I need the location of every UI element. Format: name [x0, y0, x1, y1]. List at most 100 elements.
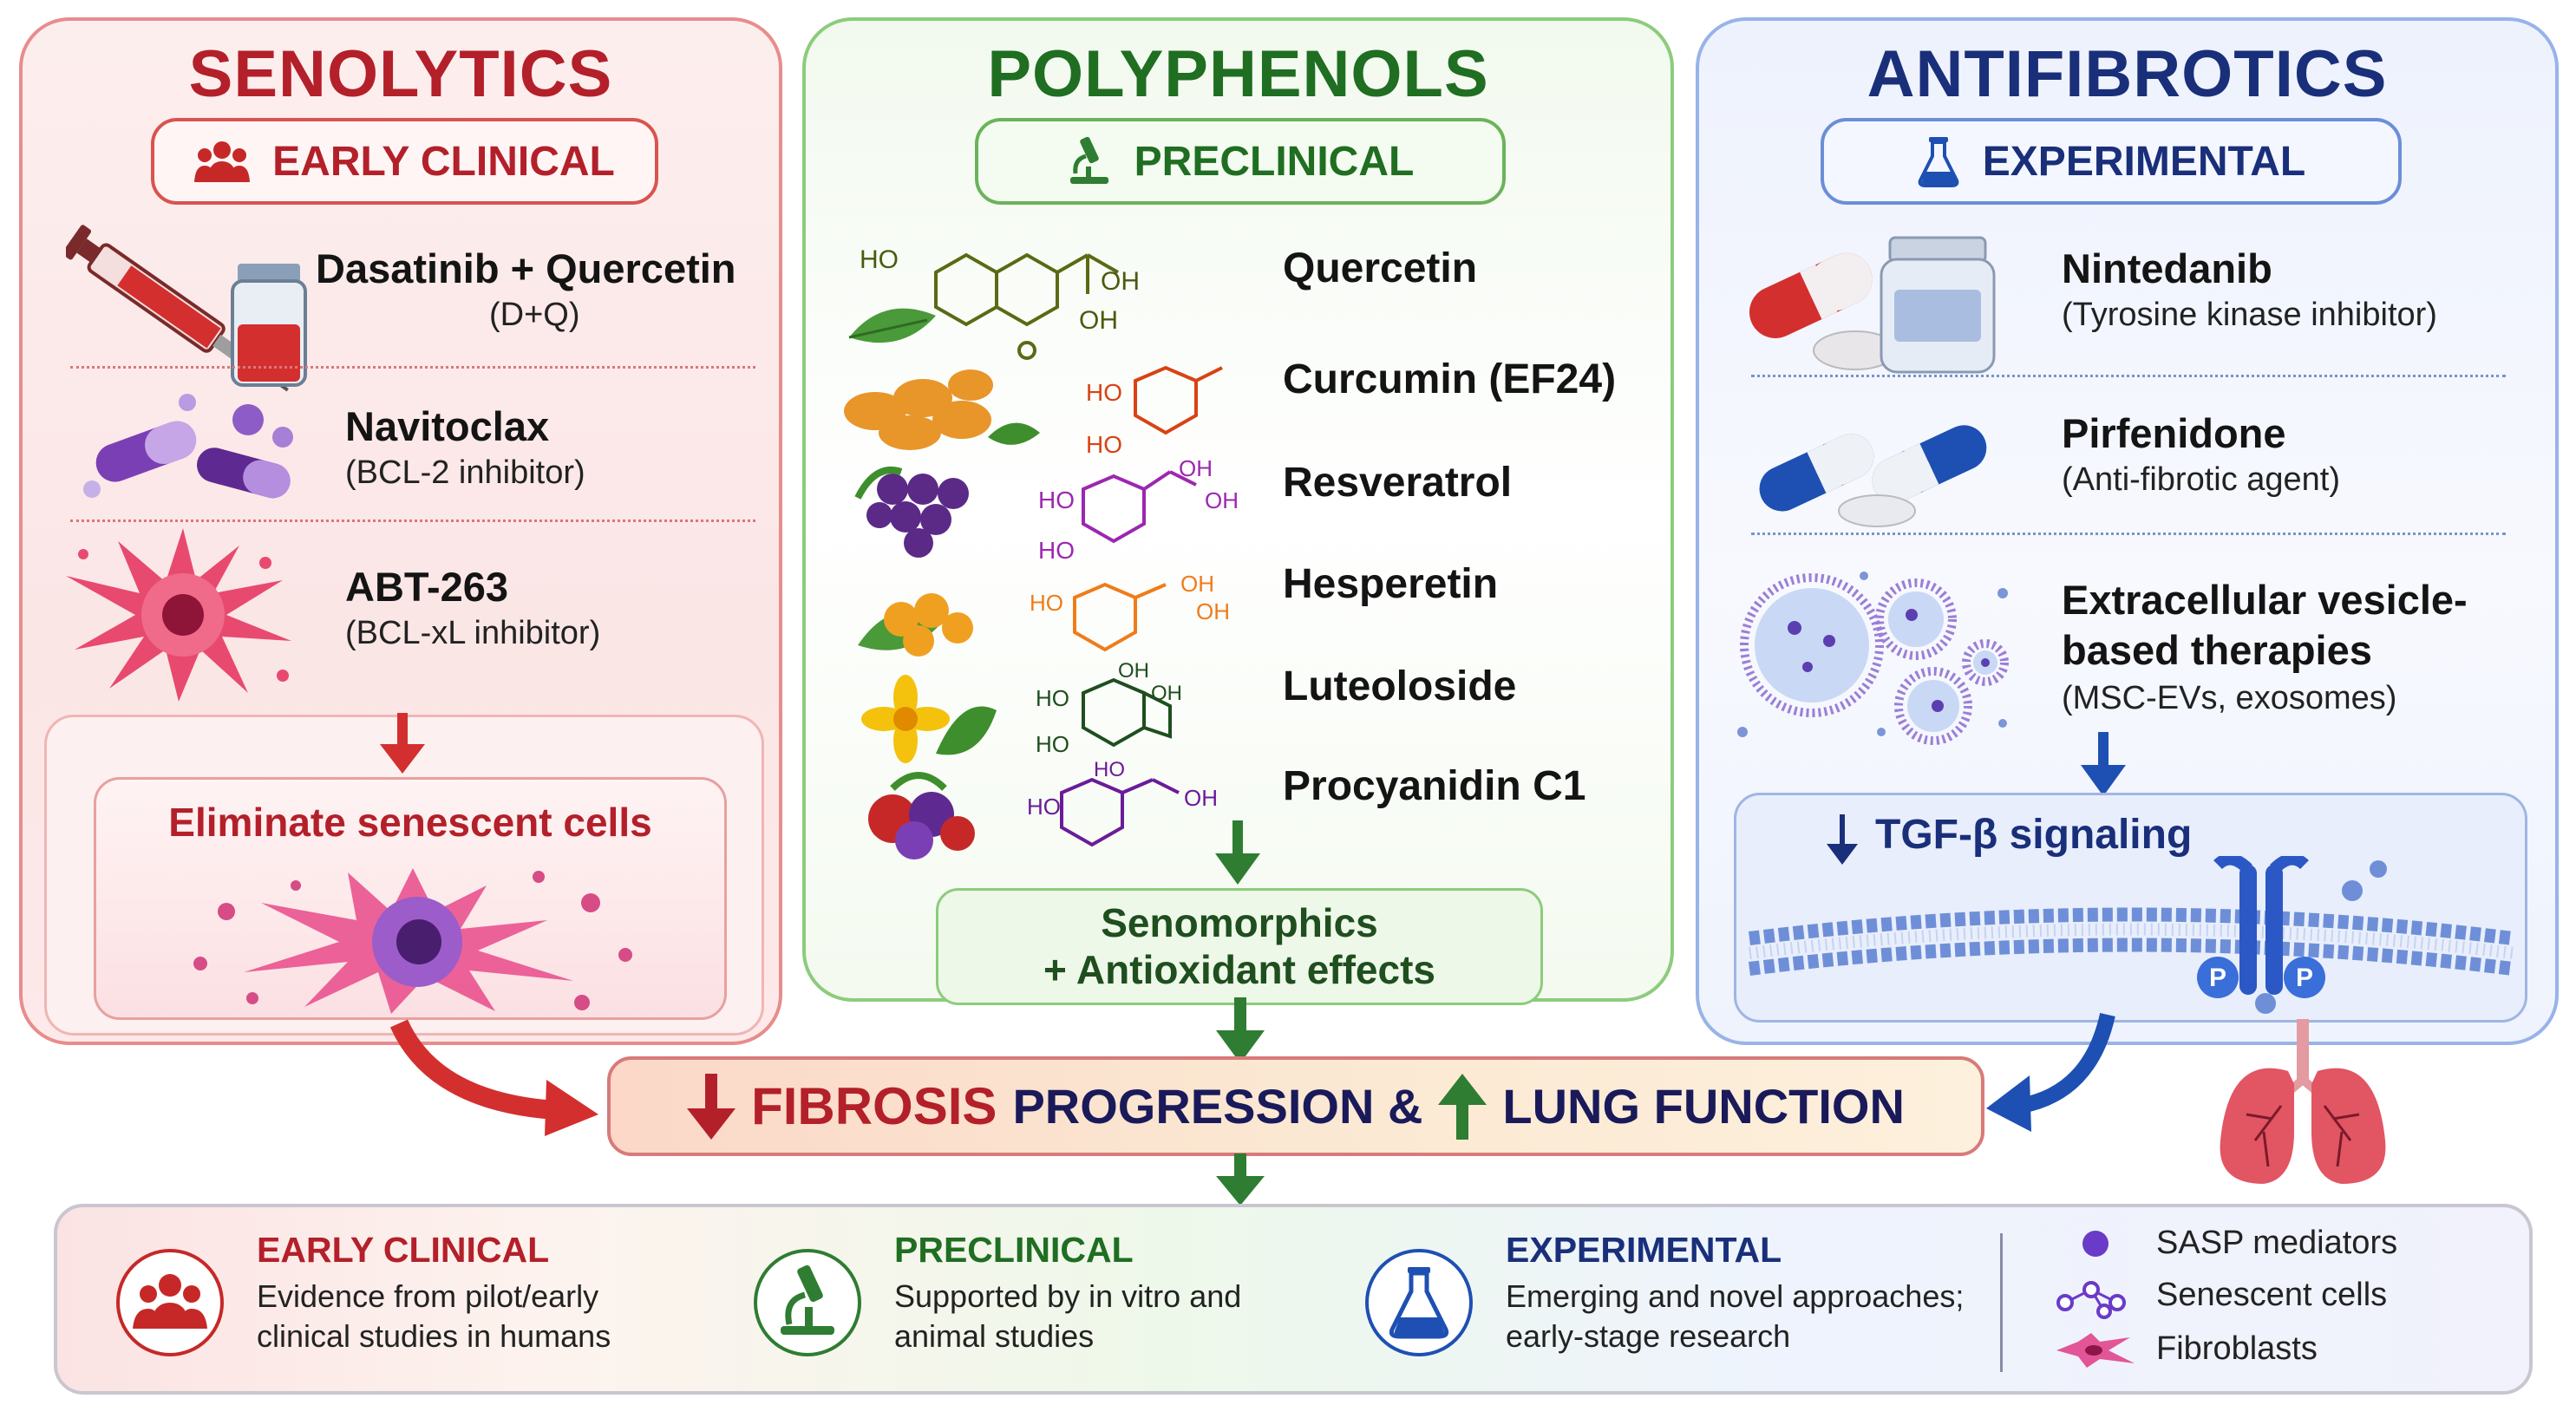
polyphenols-panel: POLYPHENOLS PRECLINICAL HO OH OH Quercet…	[802, 17, 1674, 1005]
antifibrotics-panel: ANTIFIBROTICS EXPERIMENTAL Nintedanib (T…	[1696, 17, 2559, 1045]
quercetin-structure-icon: HO OH OH	[848, 245, 1140, 360]
antifibrotics-stage-badge: EXPERIMENTAL	[1821, 118, 2402, 205]
effect-line-2: + Antioxidant effects	[1043, 947, 1435, 992]
chem-label: HO	[1036, 685, 1069, 711]
arrow-down-icon	[2081, 732, 2126, 796]
drug-name-line-2: based therapies	[2062, 627, 2372, 673]
resveratrol-structure-icon: HO OH OH HO	[854, 455, 1239, 564]
chem-label: OH	[1205, 487, 1239, 513]
legend-divider	[2000, 1233, 2003, 1372]
antifibrotics-title: ANTIFIBROTICS	[1867, 37, 2388, 111]
curved-arrow-icon	[389, 1019, 598, 1136]
arrow-down-icon	[1216, 997, 1265, 1063]
vesicles-icon	[1737, 572, 2009, 745]
capsules-icon	[1759, 425, 1987, 527]
people-icon	[194, 141, 251, 182]
chem-label: HO	[1036, 731, 1069, 757]
divider	[1751, 375, 2506, 377]
senescent-cell-icon	[66, 528, 291, 702]
flask-icon	[1918, 137, 1959, 187]
effect-line-1: Senomorphics	[1101, 900, 1378, 945]
polyphenols-stage-badge: PRECLINICAL	[975, 118, 1506, 205]
legend-key-sasp: SASP mediators	[2156, 1225, 2398, 1261]
legend-exp-line-1: Emerging and novel approaches;	[1506, 1278, 1965, 1314]
evidence-legend: EARLY CLINICAL Evidence from pilot/early…	[54, 1204, 2533, 1395]
drug-subtitle: (BCL-2 inhibitor)	[345, 454, 585, 491]
sasp-mediator-icon	[2082, 1231, 2109, 1257]
microscope-icon	[754, 1249, 861, 1356]
flask-icon	[1365, 1249, 1473, 1356]
luteoloside-structure-icon: HO OH OH HO	[861, 659, 1182, 763]
legend-pre-title: PRECLINICAL	[894, 1230, 1134, 1270]
drug-name: Nintedanib	[2062, 245, 2272, 291]
arrow-up-icon	[1438, 1073, 1487, 1140]
curcumin-structure-icon: HO HO	[844, 365, 1223, 458]
chem-label: OH	[1179, 455, 1213, 481]
polyphenols-title: POLYPHENOLS	[987, 37, 1489, 111]
effect-box: Eliminate senescent cells	[94, 777, 727, 1020]
chem-label: HO	[1027, 794, 1061, 820]
arrow-down-icon	[1215, 820, 1260, 885]
legend-early-title: EARLY CLINICAL	[257, 1230, 550, 1270]
cell-membrane-receptor-icon: P P	[1749, 856, 2514, 1014]
senolytics-stage-badge: EARLY CLINICAL	[151, 118, 658, 205]
syringe-vial-icon	[66, 225, 307, 392]
outcome-progression: PROGRESSION &	[1012, 1079, 1423, 1134]
drug-subtitle: (D+Q)	[489, 297, 580, 333]
divider	[70, 366, 755, 369]
drug-subtitle: (Anti-fibrotic agent)	[2062, 461, 2341, 498]
fibroblast-icon	[2056, 1333, 2135, 1368]
chem-label: HO	[860, 245, 899, 274]
legend-key-senescent: Senescent cells	[2156, 1277, 2388, 1313]
pills-bottle-icon	[1749, 236, 1996, 374]
drug-name: Dasatinib + Quercetin	[316, 245, 736, 291]
legend-early-line-2: clinical studies in humans	[257, 1318, 611, 1354]
tgf-beta-label: TGF-β signaling	[1875, 812, 2193, 858]
drug-subtitle: (MSC-EVs, exosomes)	[2062, 680, 2397, 716]
compound-name: Procyanidin C1	[1283, 763, 1586, 809]
drug-name: Pirfenidone	[2062, 410, 2286, 456]
chem-label: OH	[1180, 571, 1214, 597]
chem-label: OH	[1184, 785, 1218, 811]
chem-label: OH	[1101, 267, 1140, 296]
drug-name: ABT-263	[345, 564, 509, 610]
legend-exp-line-2: early-stage research	[1506, 1318, 1791, 1354]
outcome-fibrosis: FIBROSIS	[751, 1077, 997, 1135]
curved-arrow-icon	[1986, 1012, 2115, 1132]
chem-label: HO	[1038, 487, 1075, 513]
tgf-beta-box: TGF-β signaling P P	[1734, 793, 2527, 1023]
chem-label: HO	[1086, 379, 1122, 406]
senolytics-stage-label: EARLY CLINICAL	[272, 138, 615, 185]
senolytics-panel: SENOLYTICS EARLY CLINICAL Dasatinib + Qu…	[19, 17, 782, 1045]
compound-name: Resveratrol	[1283, 460, 1513, 506]
polyphenols-stage-label: PRECLINICAL	[1134, 138, 1415, 185]
hesperetin-structure-icon: HO OH OH	[858, 571, 1230, 657]
effect-label: Eliminate senescent cells	[168, 800, 652, 845]
people-icon	[116, 1249, 224, 1356]
legend-exp-title: EXPERIMENTAL	[1506, 1230, 1782, 1270]
arrow-down-icon	[687, 1073, 736, 1140]
lungs-icon	[2220, 1019, 2386, 1184]
chem-label: OH	[1118, 659, 1149, 683]
compound-name: Hesperetin	[1283, 561, 1499, 607]
arrow-down-icon	[1216, 1153, 1265, 1206]
chem-label: OH	[1196, 598, 1230, 624]
legend-pre-line-1: Supported by in vitro and	[894, 1278, 1242, 1314]
arrow-down-icon	[1827, 814, 1858, 865]
chem-label: HO	[1086, 431, 1122, 458]
drug-name-line-1: Extracellular vesicle-	[2062, 577, 2468, 623]
compound-name: Luteoloside	[1283, 663, 1517, 709]
divider	[1751, 533, 2506, 535]
outcome-lung-function: LUNG FUNCTION	[1502, 1079, 1905, 1134]
polyphenols-effect-box: Senomorphics + Antioxidant effects	[936, 888, 1543, 1005]
arrow-down-icon	[380, 713, 425, 774]
drug-name: Navitoclax	[345, 403, 550, 449]
phospho-label: P	[2209, 964, 2226, 992]
capsules-icon	[83, 394, 293, 499]
procyanidin-structure-icon: HO HO OH	[868, 758, 1218, 859]
compound-name: Curcumin (EF24)	[1283, 356, 1617, 402]
outcome-bar: FIBROSIS PROGRESSION & LUNG FUNCTION	[607, 1056, 1984, 1156]
legend-pre-line-2: animal studies	[894, 1318, 1095, 1354]
drug-subtitle: (Tyrosine kinase inhibitor)	[2062, 297, 2437, 333]
chem-label: OH	[1151, 682, 1182, 705]
